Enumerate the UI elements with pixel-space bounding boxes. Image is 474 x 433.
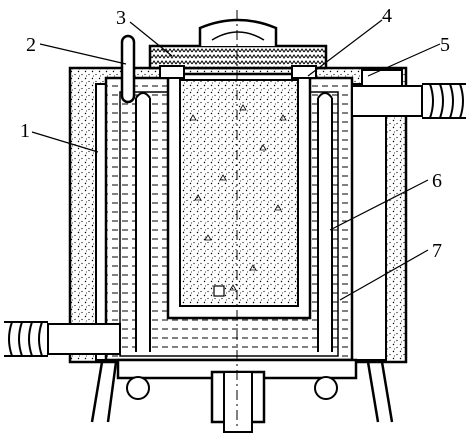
label-7: 7 bbox=[432, 240, 442, 262]
label-1: 1 bbox=[20, 120, 30, 142]
probe bbox=[120, 34, 136, 104]
base bbox=[90, 358, 394, 433]
label-5: 5 bbox=[440, 34, 450, 56]
leader-lines bbox=[31, 19, 441, 301]
lid bbox=[148, 18, 328, 79]
inlet-pipe-left bbox=[4, 321, 121, 357]
label-3: 3 bbox=[116, 7, 126, 29]
inner-vessel bbox=[166, 72, 312, 320]
heating-tube-right bbox=[317, 92, 333, 352]
outlet-pipe-right bbox=[351, 69, 466, 119]
heating-tube-left bbox=[135, 92, 151, 352]
label-4: 4 bbox=[382, 5, 392, 27]
label-2: 2 bbox=[26, 34, 36, 56]
label-6: 6 bbox=[432, 170, 442, 192]
